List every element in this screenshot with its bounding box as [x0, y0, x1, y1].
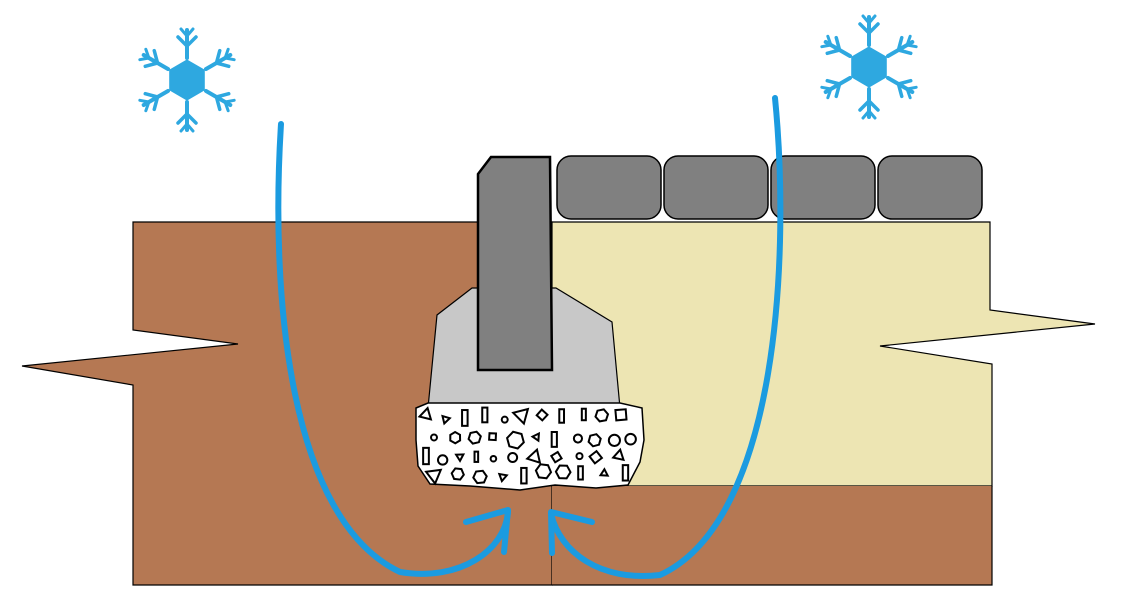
gravel-stone — [489, 454, 498, 463]
gravel-stone — [450, 467, 465, 481]
gravel-stone — [436, 454, 449, 466]
gravel-stone — [577, 465, 584, 481]
gravel-stone — [497, 472, 509, 484]
gravel-stone — [587, 433, 602, 448]
gravel-stone — [500, 415, 509, 424]
gravel-stone — [607, 433, 621, 447]
curb-stone — [476, 155, 554, 372]
gravel-stone — [621, 464, 630, 482]
gravel-stone — [441, 414, 452, 426]
gravel-stone — [430, 433, 438, 442]
paving-stone — [877, 155, 983, 220]
gravel-stone — [611, 447, 625, 462]
frost-arrow-left — [275, 121, 511, 577]
gravel-stone — [554, 464, 572, 480]
snowflake-icon — [820, 16, 917, 118]
gravel-stone — [549, 450, 563, 464]
gravel-stone — [449, 430, 462, 445]
gravel-stone — [505, 430, 525, 450]
gravel-stone — [530, 431, 541, 443]
gravel-stone — [534, 463, 553, 480]
gravel-stone — [598, 467, 610, 477]
gravel-stone — [481, 406, 489, 424]
gravel-stone — [520, 466, 528, 485]
gravel-stone — [454, 453, 466, 463]
gravel-base — [415, 402, 645, 491]
paving-stone — [770, 155, 876, 220]
gravel-stone — [580, 407, 587, 422]
gravel-stone — [507, 452, 519, 463]
gravel-stone — [461, 409, 469, 427]
gravel-stone — [624, 432, 637, 446]
gravel-stone — [467, 430, 482, 445]
gravel-stone — [511, 407, 530, 426]
gravel-stone — [558, 408, 566, 424]
gravel-stone — [473, 450, 480, 463]
gravel-stones — [417, 406, 637, 486]
soil-bottom-layer — [552, 486, 992, 585]
gravel-stone — [472, 469, 488, 485]
gravel-stone — [417, 406, 433, 421]
gravel-stone — [422, 446, 430, 466]
gravel-stone — [535, 408, 549, 422]
gravel-stone — [488, 432, 498, 442]
gravel-stone — [588, 449, 604, 465]
frost-arrow-right-head — [548, 509, 595, 556]
frost-arrows — [275, 95, 784, 579]
gravel-stone — [575, 452, 584, 461]
paving-stone — [663, 155, 769, 220]
gravel-stone — [614, 408, 628, 422]
paving-stone — [556, 155, 662, 220]
frost-arrow-right — [548, 95, 784, 579]
paving-stones — [556, 155, 983, 220]
gravel-stone — [572, 433, 584, 444]
gravel-stone — [424, 468, 443, 486]
snowflake-icon — [138, 29, 235, 131]
gravel-stone — [525, 447, 542, 465]
gravel-stone — [550, 430, 558, 448]
frost-arrow-left-head — [463, 507, 511, 555]
gravel-stone — [594, 408, 610, 423]
